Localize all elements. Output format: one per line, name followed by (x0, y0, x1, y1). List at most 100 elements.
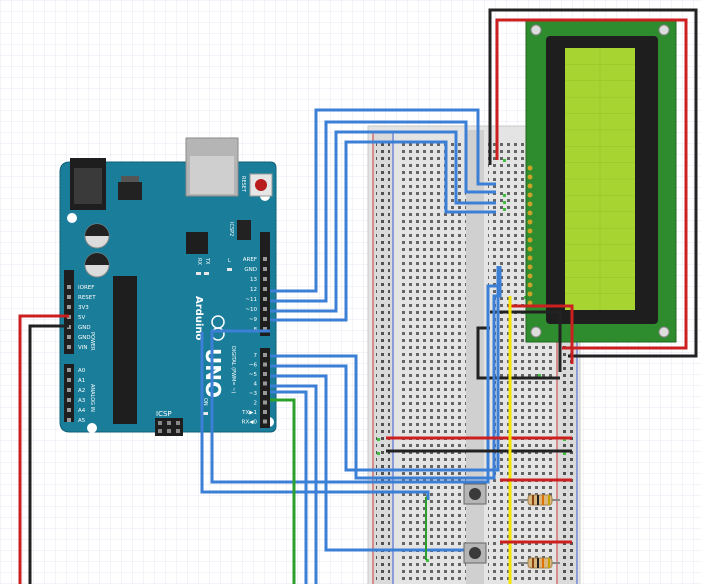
wire-blue-d2[interactable] (270, 390, 308, 584)
header-pin[interactable] (67, 388, 71, 392)
header-pin[interactable] (263, 327, 267, 331)
pin-label: ~11 (245, 297, 257, 303)
wire-blue-btn[interactable] (200, 332, 430, 500)
header-pin[interactable] (67, 285, 71, 289)
wire-black-link[interactable] (476, 310, 562, 380)
pin-label: RESET (78, 295, 96, 301)
pin-label: AREF (243, 257, 257, 263)
lcd-pin[interactable] (527, 165, 533, 171)
pin-label: TX▶1 (241, 410, 257, 416)
lcd-pin[interactable] (527, 201, 533, 207)
header-pin[interactable] (67, 378, 71, 382)
on-label: ON (202, 398, 208, 406)
header-pin[interactable] (263, 317, 267, 321)
header-pin[interactable] (263, 307, 267, 311)
pin-label: VIN (78, 345, 88, 351)
wire-blue-d10[interactable] (270, 130, 496, 313)
pin-label: 12 (250, 287, 257, 293)
analog-label: ANALOG IN (89, 384, 95, 412)
wire-blue-d11[interactable] (270, 120, 496, 303)
digital-header-bottom[interactable] (260, 348, 270, 428)
header-pin[interactable] (67, 408, 71, 412)
header-pin[interactable] (67, 295, 71, 299)
header-pin[interactable] (67, 345, 71, 349)
lcd-pin[interactable] (527, 183, 533, 189)
wire-blue-d7[interactable] (210, 284, 497, 484)
lcd-pin[interactable] (527, 300, 533, 306)
wire-blue-d12[interactable] (270, 108, 496, 293)
icsp-label: ICSP (156, 410, 172, 418)
wire-blue-d9[interactable] (270, 140, 496, 322)
header-pin[interactable] (263, 410, 267, 414)
pin-label: GND (244, 267, 257, 273)
lcd-module[interactable] (525, 19, 677, 343)
header-pin[interactable] (263, 381, 267, 386)
wire-black-gnd[interactable] (28, 324, 69, 584)
resistor-2[interactable] (518, 557, 560, 569)
wire-blue-d4[interactable] (270, 374, 470, 552)
lcd-pin[interactable] (527, 219, 533, 225)
header-pin[interactable] (67, 368, 71, 372)
lcd-pin[interactable] (527, 282, 533, 288)
wire-blue-d6[interactable] (270, 266, 502, 480)
pin-label: RX◀0 (242, 420, 258, 426)
lcd-pin[interactable] (527, 255, 533, 261)
pin-label: IOREF (78, 285, 94, 291)
pin-label: A0 (78, 368, 86, 374)
pin-label: A2 (78, 388, 85, 394)
header-pin[interactable] (263, 287, 267, 291)
header-pin[interactable] (67, 305, 71, 309)
lcd-pin[interactable] (527, 210, 533, 216)
arduino-uno-board[interactable]: RESET ICSP2 TX RX L Arduino UNO ON DIGIT… (59, 137, 277, 436)
lcd-pin[interactable] (527, 237, 533, 243)
lcd-pin[interactable] (527, 228, 533, 234)
header-pin[interactable] (263, 297, 267, 301)
header-pin[interactable] (67, 418, 71, 422)
pin-label: A4 (78, 408, 86, 414)
header-pin[interactable] (263, 353, 267, 357)
header-pin[interactable] (263, 400, 267, 405)
rx-label: RX (196, 258, 202, 265)
push-button-1[interactable] (463, 483, 487, 505)
lcd-pin[interactable] (527, 264, 533, 270)
lcd-pin[interactable] (527, 246, 533, 252)
header-pin[interactable] (67, 398, 71, 402)
header-pin[interactable] (67, 335, 71, 339)
power-header[interactable] (64, 270, 74, 354)
analog-header[interactable] (64, 364, 74, 422)
pin-label: 5V (78, 315, 85, 321)
tx-label: TX (204, 257, 210, 265)
pin-label: 7 (254, 353, 258, 359)
wire-red-lcd-vcc[interactable] (495, 18, 688, 350)
push-button-2[interactable] (463, 542, 487, 564)
pin-label: ~5 (249, 372, 258, 378)
lcd-pin[interactable] (527, 291, 533, 297)
header-pin[interactable] (263, 419, 267, 424)
pin-label: A5 (78, 418, 86, 424)
header-pin[interactable] (263, 267, 267, 271)
pin-label: ~3 (249, 391, 258, 397)
header-pin[interactable] (263, 391, 267, 395)
header-pin[interactable] (263, 372, 267, 376)
lcd-pin[interactable] (527, 192, 533, 198)
wires (18, 8, 698, 584)
lcd-pin[interactable] (527, 273, 533, 279)
header-pin[interactable] (263, 257, 267, 261)
wire-blue-d3[interactable] (270, 384, 318, 584)
digital-header-top[interactable] (260, 232, 270, 336)
pin-label: A1 (78, 378, 85, 384)
wire-red-link[interactable] (508, 304, 574, 364)
wire-green-d2[interactable] (270, 398, 296, 584)
wire-black-lcd-gnd[interactable] (488, 8, 698, 358)
icsp-header (155, 418, 183, 436)
pin-label: GND (78, 335, 91, 341)
wire-red-5v[interactable] (18, 314, 69, 584)
wire-blue-d5[interactable] (270, 266, 500, 472)
lcd-pin[interactable] (527, 174, 533, 180)
header-pin[interactable] (263, 362, 267, 367)
atmega-chip (113, 276, 137, 424)
header-pin[interactable] (263, 277, 267, 281)
resistor-1[interactable] (518, 494, 560, 506)
icsp2-label: ICSP2 (228, 222, 234, 236)
